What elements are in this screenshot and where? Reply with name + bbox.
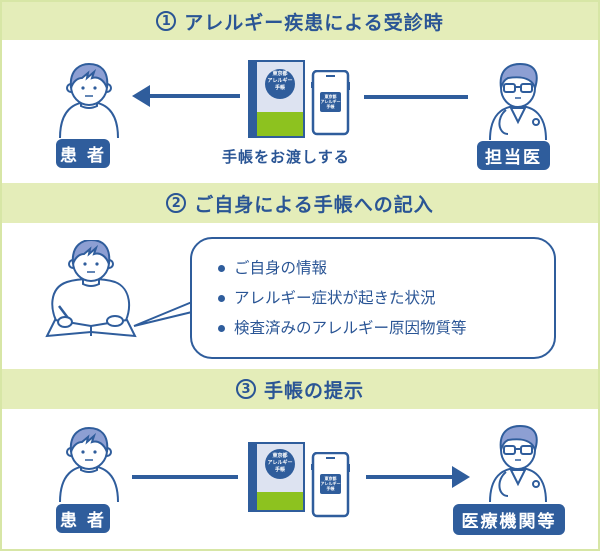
section-3-title: 3 手帳の提示	[235, 376, 364, 403]
smartphone-icon	[311, 70, 350, 136]
phone-label-line: 東京都	[324, 476, 337, 481]
bullet-icon	[218, 324, 225, 332]
patient-icon	[59, 426, 119, 502]
arrow-right-icon	[366, 466, 470, 488]
connector-line	[132, 475, 238, 479]
section-3-header: 3 手帳の提示	[2, 369, 598, 409]
smartphone-icon	[311, 452, 350, 518]
bubble-item-text: ご自身の情報	[234, 259, 328, 277]
phone-label-line: 手帳	[326, 486, 335, 491]
doctor-icon	[489, 62, 547, 140]
patient-badge: 患 者	[56, 139, 110, 168]
info-speech-bubble: ご自身の情報 アレルギー症状が起きた状況 検査済みのアレルギー原因物質等	[190, 237, 556, 359]
section-1-title: 1 アレルギー疾患による受診時	[156, 8, 443, 35]
phone-book-label: 東京都 アレルギー 手帳	[320, 476, 341, 491]
book-label-line: 手帳	[274, 467, 285, 473]
medical-institution-badge: 医療機関等	[453, 504, 565, 535]
bubble-list-item: ご自身の情報	[218, 253, 554, 283]
bubble-list-item: 検査済みのアレルギー原因物質等	[218, 313, 554, 343]
bullet-icon	[218, 264, 225, 272]
allergy-notebook-icon	[248, 442, 305, 512]
phone-label-line: アレルギー	[320, 481, 341, 486]
phone-label-line: 東京都	[324, 94, 337, 99]
bubble-list-item: アレルギー症状が起きた状況	[218, 283, 554, 313]
phone-label-line: 手帳	[326, 104, 335, 109]
section-3-title-text: 手帳の提示	[263, 379, 364, 402]
step-number-1: 1	[156, 11, 177, 31]
speech-bubble-tail	[133, 301, 193, 327]
arrow-left-icon	[132, 85, 240, 107]
attending-doctor-badge: 担当医	[477, 141, 550, 170]
allergy-notebook-icon	[248, 60, 305, 138]
book-label-line: アレルギー	[267, 78, 293, 84]
section-1-header: 1 アレルギー疾患による受診時	[2, 2, 598, 40]
patient-badge: 患 者	[56, 504, 110, 533]
section-1-title-text: アレルギー疾患による受診時	[184, 11, 444, 34]
patient-icon	[59, 62, 119, 138]
book-label-line: 東京都	[272, 71, 288, 77]
section-2-title-text: ご自身による手帳への記入	[194, 193, 434, 216]
book-label-line: 手帳	[274, 85, 285, 91]
hand-over-caption: 手帳をお渡しする	[222, 148, 350, 166]
bubble-item-text: 検査済みのアレルギー原因物質等	[234, 319, 467, 337]
step-number-2: 2	[166, 193, 187, 213]
book-label: 東京都 アレルギー 手帳	[265, 453, 295, 474]
book-label-line: アレルギー	[267, 460, 293, 466]
book-label: 東京都 アレルギー 手帳	[265, 71, 295, 92]
phone-label-line: アレルギー	[320, 99, 341, 104]
book-label-line: 東京都	[272, 453, 288, 459]
section-2-title: 2 ご自身による手帳への記入	[166, 190, 433, 217]
bubble-item-text: アレルギー症状が起きた状況	[234, 289, 436, 307]
section-2-header: 2 ご自身による手帳への記入	[2, 183, 598, 223]
bullet-icon	[218, 294, 225, 302]
patient-writing-icon	[45, 240, 137, 338]
step-number-3: 3	[235, 379, 256, 399]
connector-line	[364, 95, 468, 99]
phone-book-label: 東京都 アレルギー 手帳	[320, 94, 341, 109]
doctor-icon	[489, 424, 547, 502]
